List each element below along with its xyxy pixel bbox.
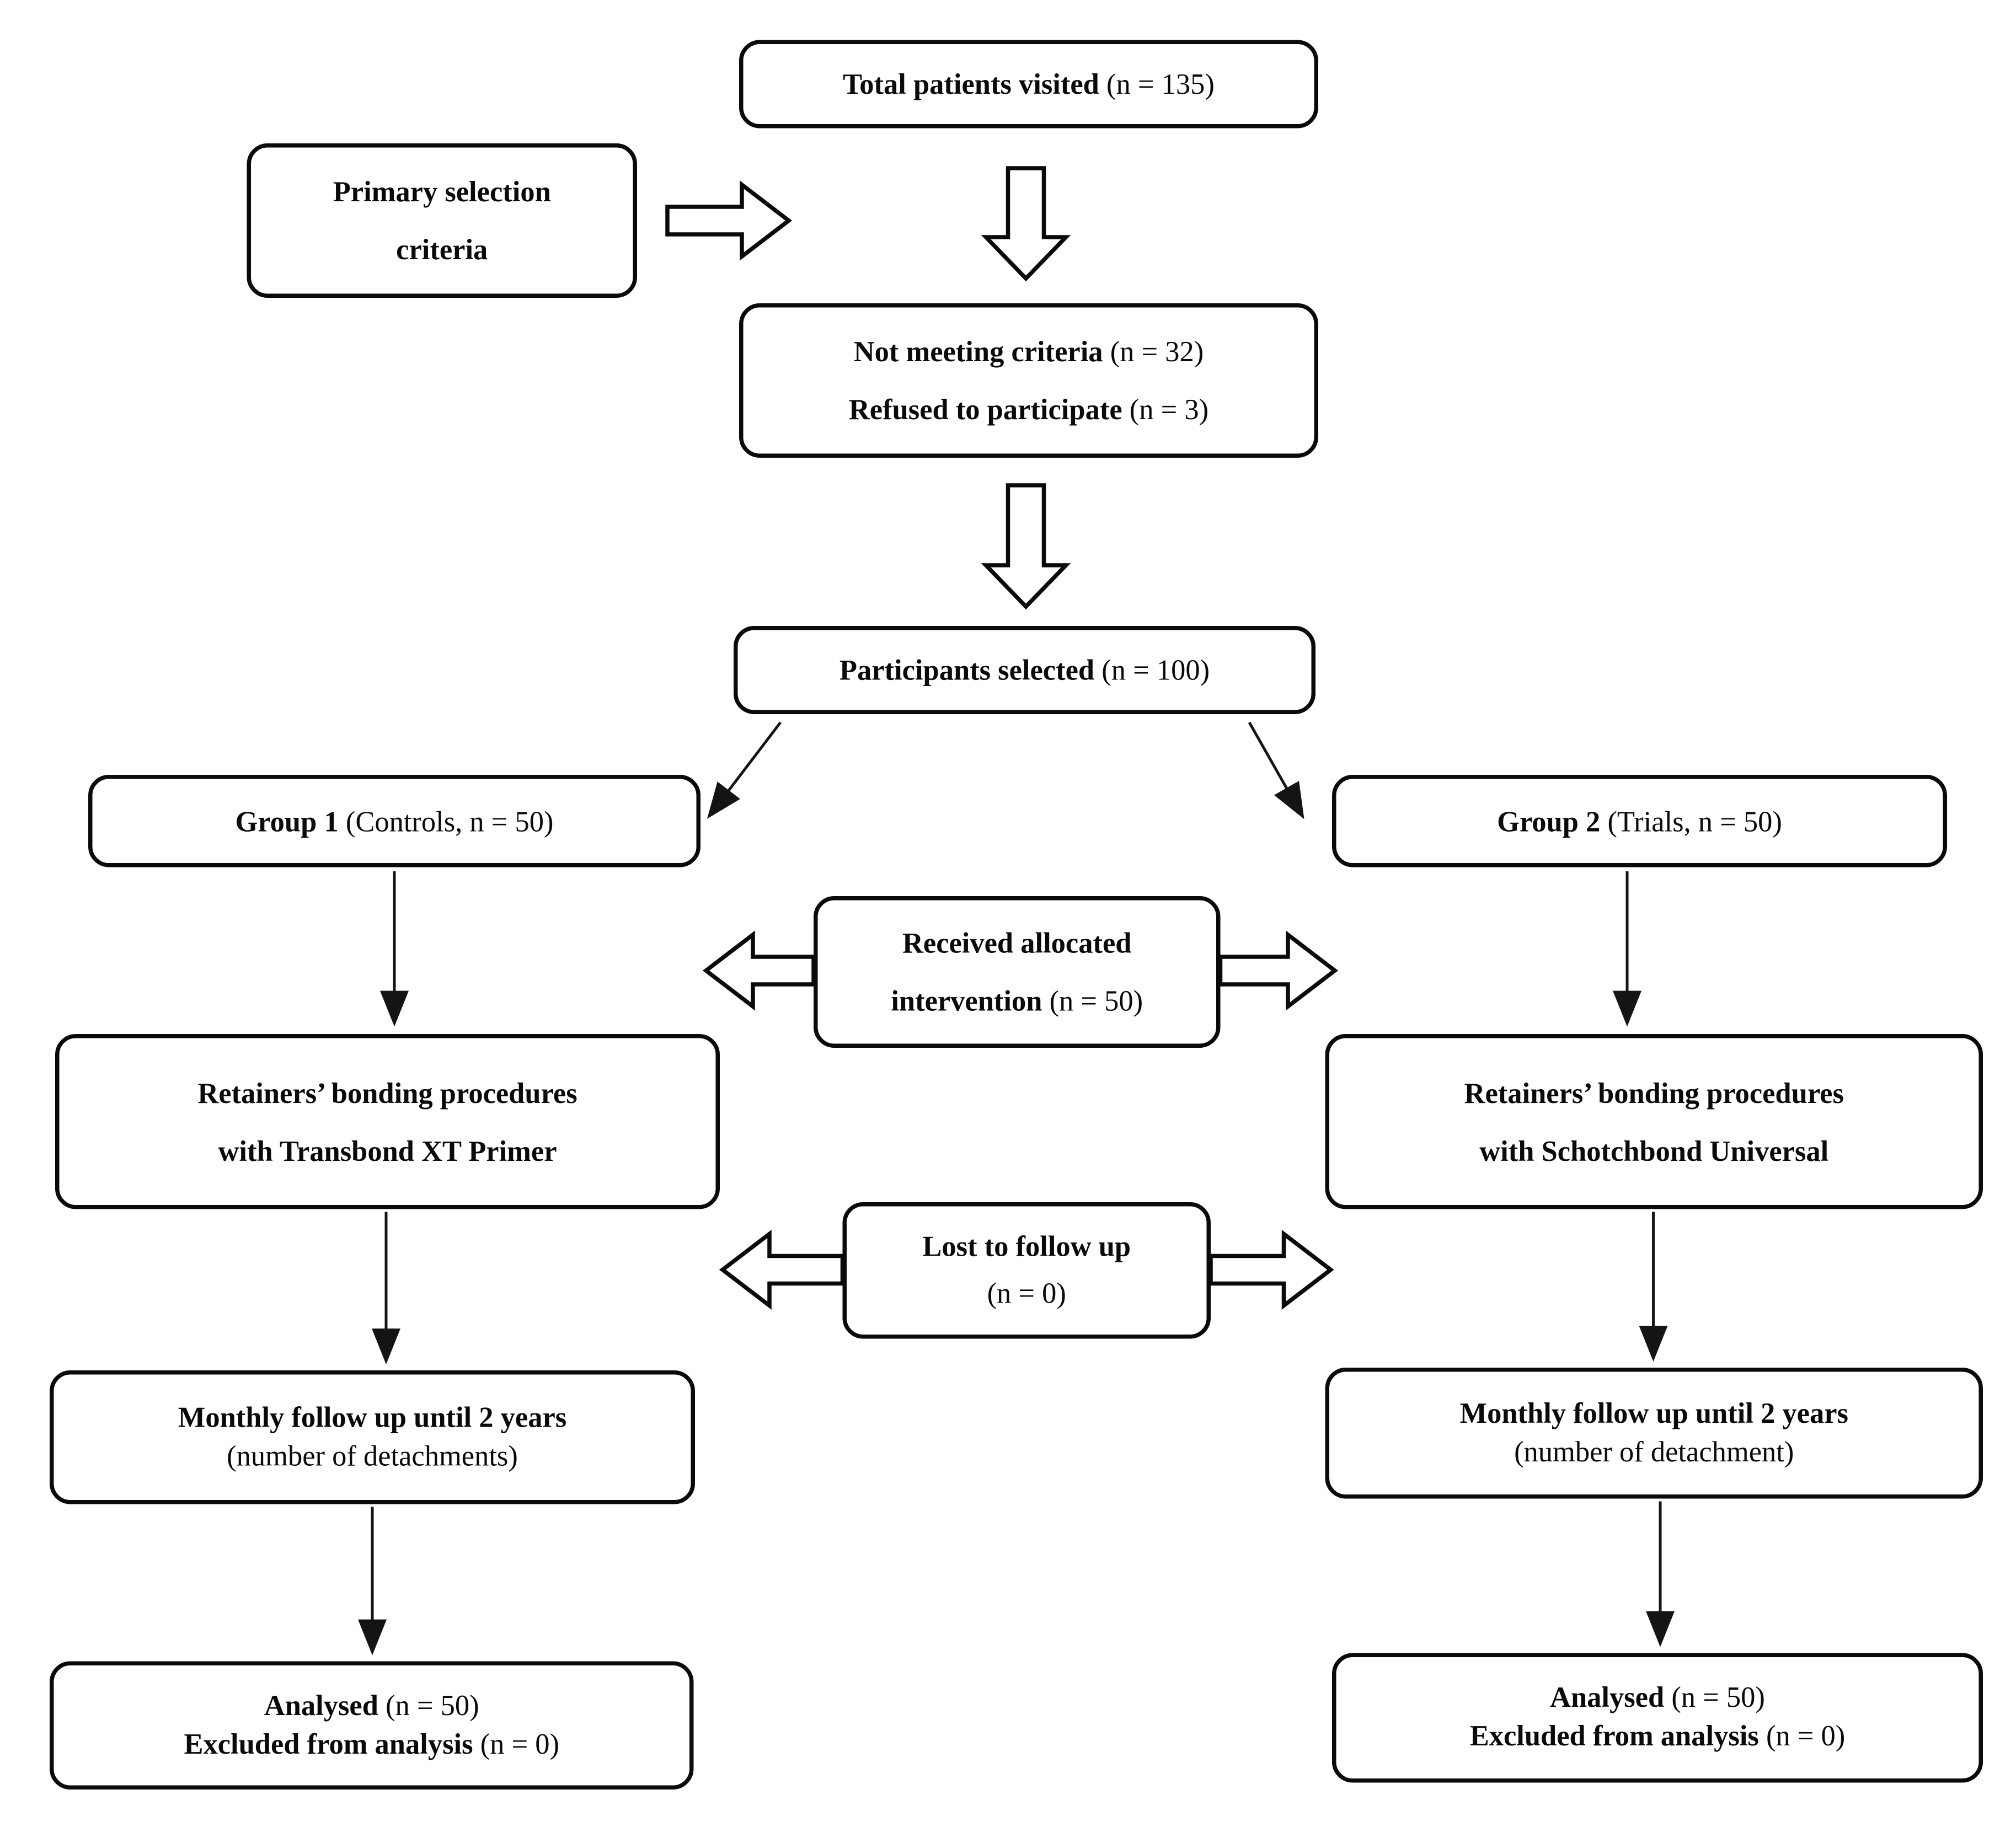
group1-label: Group 1 (Controls, n = 50) (235, 804, 554, 838)
retainers-right-line1: Retainers’ bonding procedures (1464, 1076, 1844, 1110)
group2-box: Group 2 (Trials, n = 50) (1332, 775, 1947, 867)
block-arrow-left-lost-icon (719, 1229, 845, 1310)
block-arrow-left-received-icon (702, 930, 816, 1011)
block-arrow-right-primary-icon (665, 180, 793, 261)
lost-line1: Lost to follow up (922, 1229, 1131, 1263)
monthly-follow-up-left-box: Monthly follow up until 2 years (number … (50, 1370, 695, 1504)
retainers-right-line2: with Schotchbond Universal (1479, 1134, 1829, 1167)
block-arrow-right-received-icon (1218, 930, 1339, 1011)
not-meeting-criteria-box: Not meeting criteria (n = 32) Refused to… (739, 303, 1318, 458)
analysed-right-box: Analysed (n = 50) Excluded from analysis… (1332, 1653, 1983, 1783)
analysed-right-line2: Excluded from analysis (n = 0) (1469, 1719, 1846, 1753)
monthly-left-line1: Monthly follow up until 2 years (178, 1400, 567, 1434)
retainers-left-line2: with Transbond XT Primer (218, 1134, 557, 1167)
group1-box: Group 1 (Controls, n = 50) (88, 775, 700, 867)
retainers-schotchbond-box: Retainers’ bonding procedures with Schot… (1325, 1034, 1983, 1209)
received-line2: intervention (n = 50) (891, 984, 1143, 1017)
block-arrow-right-lost-icon (1208, 1229, 1334, 1310)
total-patients-box: Total patients visited (n = 135) (739, 40, 1318, 128)
monthly-right-line2: (number of detachment) (1514, 1434, 1794, 1468)
analysed-left-box: Analysed (n = 50) Excluded from analysis… (50, 1661, 694, 1790)
received-intervention-box: Received allocated intervention (n = 50) (814, 896, 1221, 1048)
primary-selection-criteria-box: Primary selection criteria (247, 143, 637, 298)
analysed-right-line1: Analysed (n = 50) (1550, 1681, 1765, 1715)
block-arrow-down-1-icon (981, 166, 1071, 282)
lost-to-follow-up-box: Lost to follow up (n = 0) (842, 1202, 1211, 1339)
primary-criteria-line1: Primary selection (333, 175, 551, 208)
analysed-left-line1: Analysed (n = 50) (264, 1688, 479, 1722)
monthly-follow-up-right-box: Monthly follow up until 2 years (number … (1325, 1368, 1983, 1499)
total-patients-label: Total patients visited (n = 135) (843, 67, 1215, 101)
monthly-left-line2: (number of detachments) (227, 1438, 518, 1472)
group2-label: Group 2 (Trials, n = 50) (1497, 804, 1782, 838)
lost-line2: (n = 0) (987, 1276, 1066, 1309)
received-line1: Received allocated (902, 926, 1132, 960)
analysed-left-line2: Excluded from analysis (n = 0) (184, 1727, 560, 1760)
connector-participants-to-group2-icon (1248, 721, 1304, 819)
block-arrow-down-2-icon (981, 483, 1071, 610)
retainers-transbond-box: Retainers’ bonding procedures with Trans… (55, 1034, 720, 1209)
participants-label: Participants selected (n = 100) (839, 653, 1210, 687)
participants-selected-box: Participants selected (n = 100) (734, 626, 1316, 714)
retainers-left-line1: Retainers’ bonding procedures (197, 1076, 577, 1110)
primary-criteria-line2: criteria (396, 233, 488, 266)
connector-participants-to-group1-icon (707, 721, 782, 819)
not-meeting-line2: Refused to participate (n = 3) (848, 393, 1209, 426)
not-meeting-line1: Not meeting criteria (n = 32) (853, 335, 1204, 368)
monthly-right-line1: Monthly follow up until 2 years (1459, 1396, 1848, 1429)
